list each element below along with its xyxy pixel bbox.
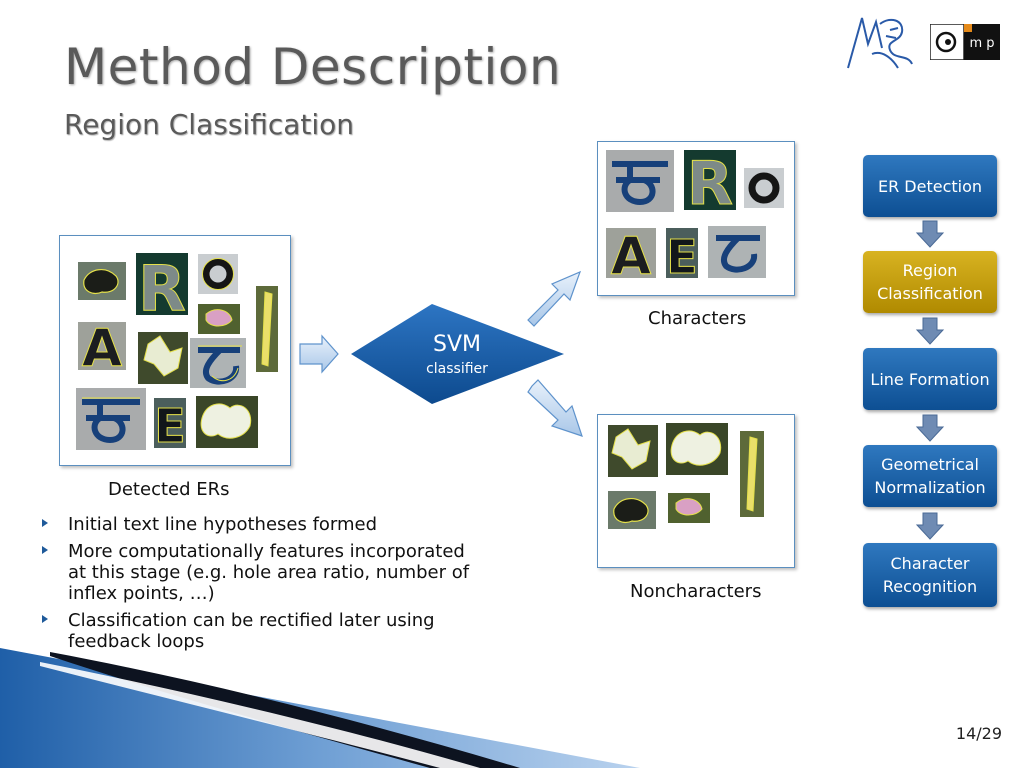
bullet-item: Initial text line hypotheses formed xyxy=(40,514,480,535)
slide-title: Method Description xyxy=(64,38,562,96)
bullet-arrow-icon xyxy=(42,615,48,623)
detected-ers-caption: Detected ERs xyxy=(108,479,230,500)
pipeline-down-arrow-icon xyxy=(915,220,945,248)
svg-text:R: R xyxy=(687,149,733,219)
cmp-logo: m p xyxy=(930,24,1000,60)
noncharacters-caption: Noncharacters xyxy=(630,581,762,602)
svm-label: SVM xyxy=(433,332,481,357)
characters-image: R A E xyxy=(606,149,784,288)
pipeline-step-character-recognition: Character Recognition xyxy=(863,543,997,607)
svm-classifier-diamond xyxy=(351,304,564,404)
svg-text:A: A xyxy=(611,227,651,287)
svg-text:E: E xyxy=(154,399,185,453)
classifier-label: classifier xyxy=(426,361,488,377)
university-lion-logo xyxy=(847,17,913,69)
bullet-item: Classification can be rectified later us… xyxy=(40,610,480,652)
svg-text:E: E xyxy=(666,230,697,284)
svg-text:A: A xyxy=(82,319,122,379)
pipeline-down-arrow-icon xyxy=(915,512,945,540)
cmp-logo-text: m p xyxy=(969,36,994,51)
bullet-item: More computationally features incorporat… xyxy=(40,541,480,604)
pipeline-step-region-classification: Region Classification xyxy=(863,251,997,313)
input-arrow xyxy=(299,334,339,374)
decorative-swoosh xyxy=(0,648,640,768)
pipeline-down-arrow-icon xyxy=(915,317,945,345)
bullet-arrow-icon xyxy=(42,519,48,527)
characters-panel: R A E xyxy=(597,141,795,296)
pipeline-step-er-detection: ER Detection xyxy=(863,155,997,217)
page-number: 14/29 xyxy=(955,724,1002,743)
pipeline-step-line-formation: Line Formation xyxy=(863,348,997,410)
slide-subtitle: Region Classification xyxy=(64,108,355,141)
bullet-arrow-icon xyxy=(42,546,48,554)
classification-flow-diagram: SVM classifier xyxy=(299,270,583,437)
detected-ers-panel: R A E xyxy=(59,235,291,466)
svg-text:R: R xyxy=(138,252,186,325)
bullet-list: Initial text line hypotheses formed More… xyxy=(40,514,480,658)
detected-ers-image: R A E xyxy=(76,252,278,454)
characters-arrow xyxy=(527,270,582,327)
noncharacters-panel xyxy=(597,414,795,568)
noncharacters-image xyxy=(608,423,764,529)
pipeline-step-geometrical-normalization: Geometrical Normalization xyxy=(863,445,997,507)
pipeline-down-arrow-icon xyxy=(915,414,945,442)
noncharacters-arrow xyxy=(527,379,583,437)
characters-caption: Characters xyxy=(648,308,747,329)
